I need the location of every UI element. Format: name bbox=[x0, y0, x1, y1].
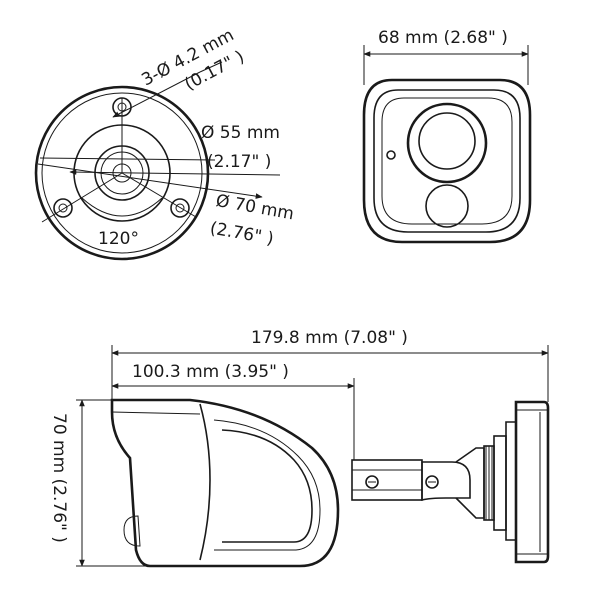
front-view: 68 mm (2.68" ) bbox=[362, 28, 532, 244]
ir-sensor bbox=[425, 184, 469, 228]
base-view: 3-Ø 4.2 mm (0.17" ) Ø 55 mm (2.17" ) Ø 7… bbox=[34, 25, 295, 261]
screw-hole-right bbox=[170, 198, 190, 218]
centerline-right bbox=[121, 172, 197, 218]
front-width-label: 68 mm (2.68" ) bbox=[378, 28, 508, 48]
total-length-label: 179.8 mm (7.08" ) bbox=[251, 328, 408, 348]
base-outer-ring bbox=[41, 92, 203, 254]
angle-label: 120° bbox=[98, 229, 139, 249]
inner-diameter-label: Ø 55 mm bbox=[201, 123, 280, 143]
sunshield-edge bbox=[221, 429, 313, 543]
inner-diameter-inch-label: (2.17" ) bbox=[207, 152, 271, 172]
angle-arc bbox=[81, 197, 163, 217]
collar bbox=[493, 435, 507, 531]
body-length-label: 100.3 mm (3.95" ) bbox=[132, 362, 289, 382]
lens-ring bbox=[406, 102, 488, 184]
outer-diameter-inch-label: (2.76" ) bbox=[208, 218, 275, 249]
lens bbox=[418, 112, 476, 170]
sunshield-inner bbox=[213, 419, 321, 551]
housing-outline bbox=[362, 78, 532, 244]
wall-mount-base bbox=[514, 400, 550, 564]
indicator-led bbox=[386, 150, 396, 160]
ir-window bbox=[123, 515, 141, 547]
side-view: 179.8 mm (7.08" ) 100.3 mm (3.95" ) 70 m… bbox=[49, 328, 550, 568]
leader-screw-holes bbox=[112, 71, 201, 118]
body-seam bbox=[199, 403, 211, 561]
bracket-screw-left bbox=[365, 475, 379, 489]
mount-base-neck bbox=[505, 421, 517, 541]
base-outer-circle bbox=[34, 85, 210, 261]
leader-outer-diameter bbox=[37, 163, 263, 199]
camera-body bbox=[110, 398, 340, 568]
housing-inner-outline bbox=[373, 89, 521, 233]
leader-inner-diameter bbox=[39, 157, 216, 161]
centerline-left bbox=[41, 172, 123, 223]
bracket-arm bbox=[351, 459, 423, 501]
bracket-joint bbox=[421, 461, 471, 502]
bracket-screw-right bbox=[425, 475, 439, 489]
screw-hole-left bbox=[53, 198, 73, 218]
height-label: 70 mm (2.76" ) bbox=[49, 413, 69, 543]
housing-face bbox=[381, 97, 513, 225]
